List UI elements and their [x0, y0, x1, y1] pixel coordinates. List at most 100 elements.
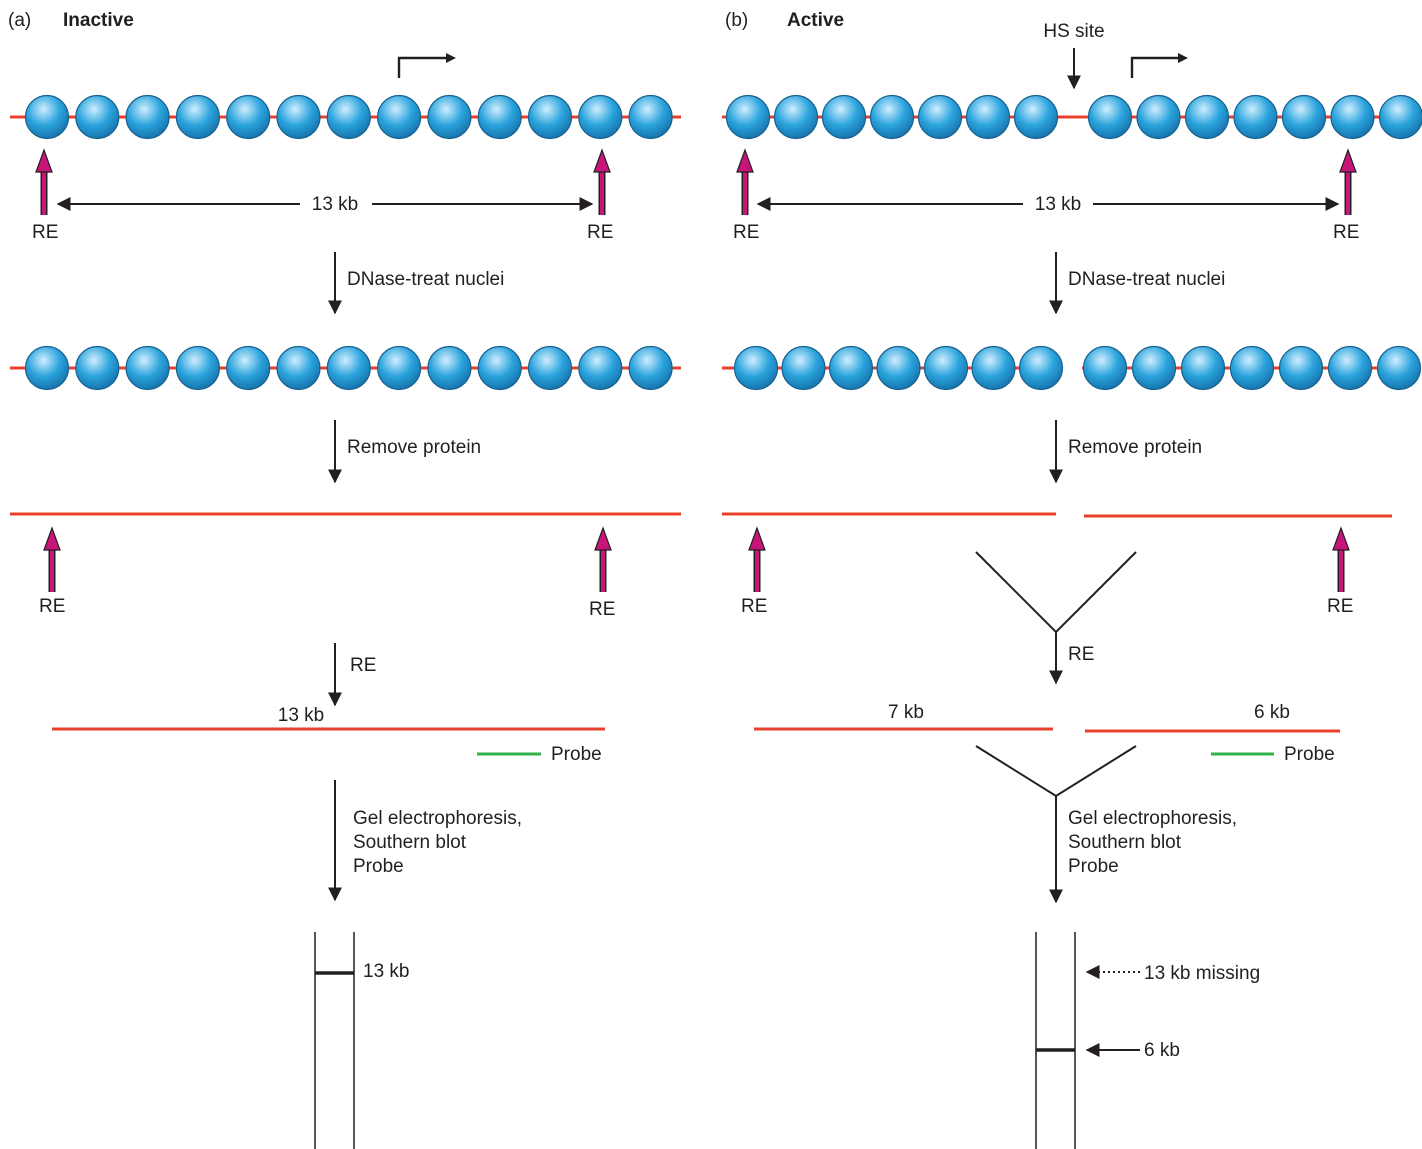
nucleosome	[579, 347, 622, 390]
nucleosome	[1186, 96, 1229, 139]
nucleosome	[227, 96, 270, 139]
nucleosome	[478, 347, 521, 390]
nucleosome	[1020, 347, 1063, 390]
re-arrow	[44, 528, 60, 592]
nucleosome	[76, 96, 119, 139]
step-label: Probe	[353, 856, 404, 877]
nucleosome	[1015, 96, 1058, 139]
nucleosome	[1283, 96, 1326, 139]
band-label: 13 kb	[363, 961, 409, 982]
nucleosome	[972, 347, 1015, 390]
nucleosome	[176, 96, 219, 139]
nucleosome	[1234, 96, 1277, 139]
nucleosome	[830, 347, 873, 390]
nucleosome	[629, 347, 672, 390]
panel-b-title: Active	[787, 10, 844, 31]
step-label: DNase-treat nuclei	[347, 269, 504, 290]
nucleosome	[126, 347, 169, 390]
nucleosome	[478, 96, 521, 139]
nucleosome	[735, 347, 778, 390]
step-label: Gel electrophoresis,	[1068, 808, 1237, 829]
step-label: DNase-treat nuclei	[1068, 269, 1225, 290]
nucleosome	[925, 347, 968, 390]
nucleosome	[1380, 96, 1422, 139]
re-arrow	[749, 528, 765, 592]
nucleosome	[1231, 347, 1274, 390]
re-label: RE	[587, 222, 613, 243]
nucleosome	[378, 96, 421, 139]
re-arrow	[737, 150, 753, 215]
transcription-start-arrowhead	[1178, 53, 1188, 63]
panel-a-title: Inactive	[63, 10, 134, 31]
nucleosome	[1329, 347, 1372, 390]
re-arrow	[36, 150, 52, 215]
panel-active: (b) Active HS site RE RE 13 kb DNase-t	[722, 10, 1422, 1149]
nucleosome	[1137, 96, 1180, 139]
transcription-start-arrow	[1132, 58, 1184, 78]
missing-band-label: 13 kb missing	[1144, 963, 1260, 984]
nucleosome	[1089, 96, 1132, 139]
re-label: RE	[741, 596, 767, 617]
step-label: Probe	[1068, 856, 1119, 877]
nucleosome	[26, 347, 69, 390]
nucleosome	[782, 347, 825, 390]
transcription-start-arrow	[399, 58, 452, 78]
converging-lines	[976, 746, 1136, 796]
re-label: RE	[32, 222, 58, 243]
re-label: RE	[589, 599, 615, 620]
nucleosome	[529, 347, 572, 390]
nucleosome	[428, 96, 471, 139]
nucleosome-row	[735, 347, 1421, 390]
re-label: RE	[733, 222, 759, 243]
nucleosome	[327, 347, 370, 390]
converging-lines	[976, 552, 1136, 632]
nucleosome	[227, 347, 270, 390]
nucleosome	[823, 96, 866, 139]
nucleosome	[1280, 347, 1323, 390]
nucleosome	[1378, 347, 1421, 390]
step-label: RE	[1068, 644, 1094, 665]
panel-a-letter: (a)	[8, 10, 31, 31]
nucleosome	[529, 96, 572, 139]
re-label: RE	[1333, 222, 1359, 243]
re-arrow	[595, 528, 611, 592]
nucleosome	[727, 96, 770, 139]
step-label: Remove protein	[347, 437, 481, 458]
fragment-label: 7 kb	[888, 702, 924, 723]
re-label: RE	[39, 596, 65, 617]
probe-label: Probe	[551, 744, 602, 765]
nucleosome	[871, 96, 914, 139]
nucleosome	[277, 347, 320, 390]
nucleosome	[1331, 96, 1374, 139]
nucleosome	[1133, 347, 1176, 390]
nucleosome	[378, 347, 421, 390]
nucleosome	[176, 347, 219, 390]
nucleosome	[919, 96, 962, 139]
nucleosome	[877, 347, 920, 390]
band-label: 6 kb	[1144, 1040, 1180, 1061]
step-label: RE	[350, 655, 376, 676]
nucleosome	[1182, 347, 1225, 390]
nucleosome	[76, 347, 119, 390]
nucleosome	[1084, 347, 1127, 390]
nucleosome	[967, 96, 1010, 139]
nucleosome	[629, 96, 672, 139]
transcription-start-arrowhead	[446, 53, 456, 63]
fragment-label: 13 kb	[278, 705, 324, 726]
step-label: Southern blot	[1068, 832, 1182, 853]
fragment-label: 6 kb	[1254, 702, 1290, 723]
re-arrow	[1340, 150, 1356, 215]
step-label: Southern blot	[353, 832, 467, 853]
panel-b-letter: (b)	[725, 10, 748, 31]
panel-inactive: (a) Inactive RE RE 13 kb DNase-treat nuc…	[8, 10, 681, 1149]
re-label: RE	[1327, 596, 1353, 617]
nucleosome	[327, 96, 370, 139]
span-label: 13 kb	[312, 194, 358, 215]
nucleosome	[277, 96, 320, 139]
step-label: Gel electrophoresis,	[353, 808, 522, 829]
span-label: 13 kb	[1035, 194, 1081, 215]
step-label: Remove protein	[1068, 437, 1202, 458]
hs-site-label: HS site	[1043, 21, 1104, 42]
probe-label: Probe	[1284, 744, 1335, 765]
